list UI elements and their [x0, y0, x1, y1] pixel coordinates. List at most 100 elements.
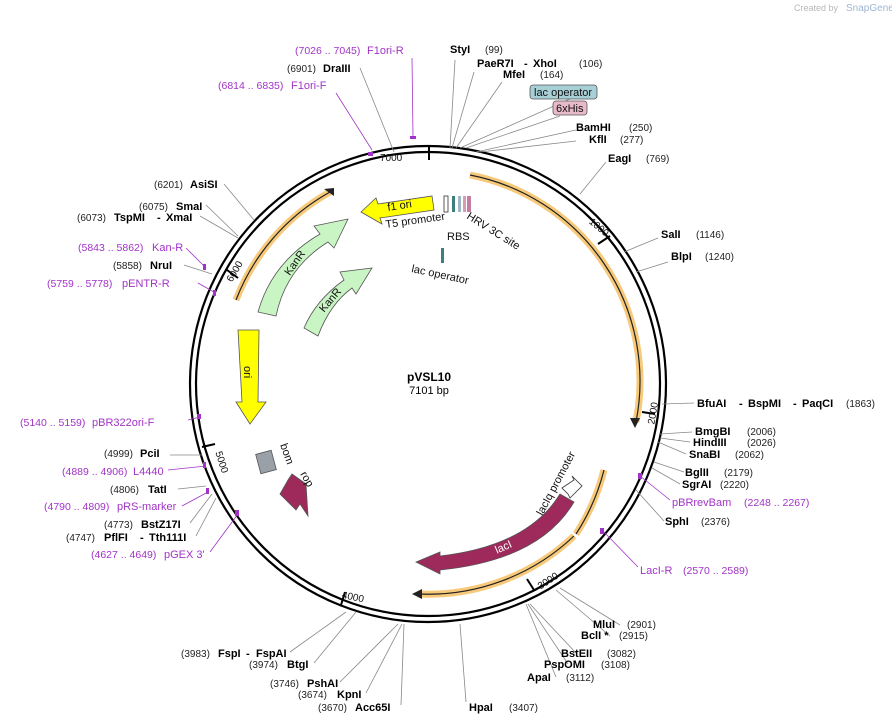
site-btgi: BtgI: [287, 659, 308, 671]
site-fspi: FspI: [218, 648, 241, 660]
site-hindiii-pos: (2026): [747, 438, 776, 449]
primer-kan-r-range: (5843 .. 5862): [78, 242, 143, 254]
primer-pbr322ori-f-range: (5140 .. 5159): [20, 417, 85, 429]
site-btgi-pos: (3974): [249, 660, 278, 671]
site-styi-pos: (99): [485, 45, 503, 56]
primer-pbrrevbam-range: (2248 .. 2267): [744, 497, 809, 509]
site-xhoi-pos: (106): [579, 59, 602, 70]
site-draiii: DraIII: [323, 63, 351, 75]
site-pflfi-pos: (4747): [66, 533, 95, 544]
primer-connectors: [167, 57, 671, 568]
ori-label: ori: [241, 366, 253, 378]
site-eagi-pos: (769): [646, 154, 669, 165]
site-bfuai: BfuAI: [697, 398, 726, 410]
site-pspomi: PspOMI: [544, 659, 585, 671]
tick-label-4000: 4000: [341, 590, 365, 605]
primer-laci-r-range: (2570 .. 2589): [683, 565, 748, 577]
site-eagi: EagI: [608, 153, 631, 165]
site-paqci-pos: (1863): [846, 399, 875, 410]
f1-ori-label: f1 ori: [387, 198, 413, 214]
site-apai: ApaI: [527, 672, 551, 684]
site-bmgbi: BmgBI: [695, 426, 730, 438]
6xhis-box-label: 6xHis: [556, 103, 584, 115]
watermark-text: Created by: [794, 3, 839, 13]
site-smai: SmaI: [176, 201, 202, 213]
primer-pentr-r-range: (5759 .. 5778): [47, 278, 112, 290]
site-paer7i: PaeR7I: [477, 58, 514, 70]
site-xhoi: XhoI: [533, 58, 557, 70]
site-paqci-dash: -: [793, 398, 797, 410]
ori-feature[interactable]: ori: [235, 329, 267, 425]
site-mlui: MluI: [593, 619, 615, 631]
site-bamhi-pos: (250): [629, 123, 652, 134]
site-mfei: MfeI: [503, 69, 525, 81]
site-paqci: PaqCI: [802, 398, 833, 410]
site-pcii-pos: (4999): [104, 449, 133, 460]
site-tth111i: Tth111I: [149, 532, 186, 544]
primer-pgex3: pGEX 3': [164, 549, 205, 561]
plasmid-name: pVSL10: [407, 370, 451, 384]
primer-l4440: L4440: [133, 466, 164, 478]
lac-operator-box[interactable]: lac operator: [529, 84, 598, 100]
site-pflfi: PflFI: [104, 532, 128, 544]
site-pshai: PshAI: [307, 678, 338, 690]
site-asisi-pos: (6201): [154, 180, 183, 191]
site-fspai: FspAI: [256, 648, 287, 660]
site-sali-pos: (1146): [696, 230, 724, 241]
site-bcli-pos: (2915): [619, 631, 648, 642]
site-sphi-pos: (2376): [701, 517, 730, 528]
site-pcii: PciI: [140, 448, 160, 460]
site-styi: StyI: [450, 44, 470, 56]
site-tati-pos: (4806): [110, 485, 139, 496]
tick-label-5000: 5000: [212, 450, 229, 475]
rbs-label: RBS: [447, 231, 470, 243]
primer-prs-marker: pRS-marker: [117, 501, 177, 513]
site-bamhi: BamHI: [576, 122, 611, 134]
primer-pbr322ori-f: pBR322ori-F: [92, 417, 155, 429]
site-hindiii: HindIII: [693, 437, 727, 449]
site-bmgbi-pos: (2006): [747, 427, 776, 438]
site-xhoi-dash: -: [524, 58, 528, 70]
tick-label-2000: 2000: [646, 401, 661, 425]
primer-l4440-range: (4889 .. 4906): [62, 466, 127, 478]
ruler-ticks: [201, 146, 656, 606]
site-blpi: BlpI: [671, 251, 692, 263]
site-sali: SalI: [661, 229, 681, 241]
site-nrui-pos: (5858): [113, 261, 142, 272]
f1-ori-feature[interactable]: f1 ori: [360, 195, 435, 225]
rop-feature[interactable]: rop: [279, 470, 316, 518]
bom-feature[interactable]: bom: [255, 442, 296, 475]
primer-pentr-r: pENTR-R: [122, 278, 170, 290]
site-tspmi: TspMI: [114, 212, 145, 224]
site-asisi: AsiSI: [190, 179, 218, 191]
site-sphi: SphI: [665, 516, 689, 528]
site-bsteii-pos: (3082): [607, 649, 636, 660]
kanr-inner-feature[interactable]: KanR: [303, 267, 373, 337]
primer-pgex3-range: (4627 .. 4649): [91, 549, 156, 561]
site-blpi-pos: (1240): [705, 252, 734, 263]
site-acc65i-pos: (3670): [318, 703, 347, 714]
site-fspai-dash: -: [246, 648, 250, 660]
site-kpni: KpnI: [337, 689, 361, 701]
primer-marks: [197, 136, 642, 534]
site-nrui: NruI: [150, 260, 172, 272]
site-sgrai-pos: (2220): [720, 480, 749, 491]
site-sgrai: SgrAI: [682, 479, 711, 491]
site-bspmi: BspMI: [748, 398, 781, 410]
site-kfli-pos: (277): [620, 135, 643, 146]
6xhis-box[interactable]: 6xHis: [552, 100, 588, 116]
site-bglii-pos: (2179): [724, 468, 753, 479]
site-draiii-pos: (6901): [287, 64, 316, 75]
primer-f1ori-f-range: (6814 .. 6835): [218, 80, 283, 92]
tick-label-7000: 7000: [380, 153, 403, 164]
laci-feature[interactable]: lacI: [415, 493, 575, 575]
site-snabi: SnaBI: [689, 449, 720, 461]
site-xmai: XmaI: [166, 212, 192, 224]
site-tati: TatI: [148, 484, 167, 496]
site-bstz17i: BstZ17I: [141, 519, 181, 531]
site-bsteii: BstEII: [561, 648, 592, 660]
site-acc65i: Acc65I: [355, 702, 390, 714]
site-connectors: [170, 59, 695, 706]
primer-prs-marker-range: (4790 .. 4809): [44, 501, 109, 513]
